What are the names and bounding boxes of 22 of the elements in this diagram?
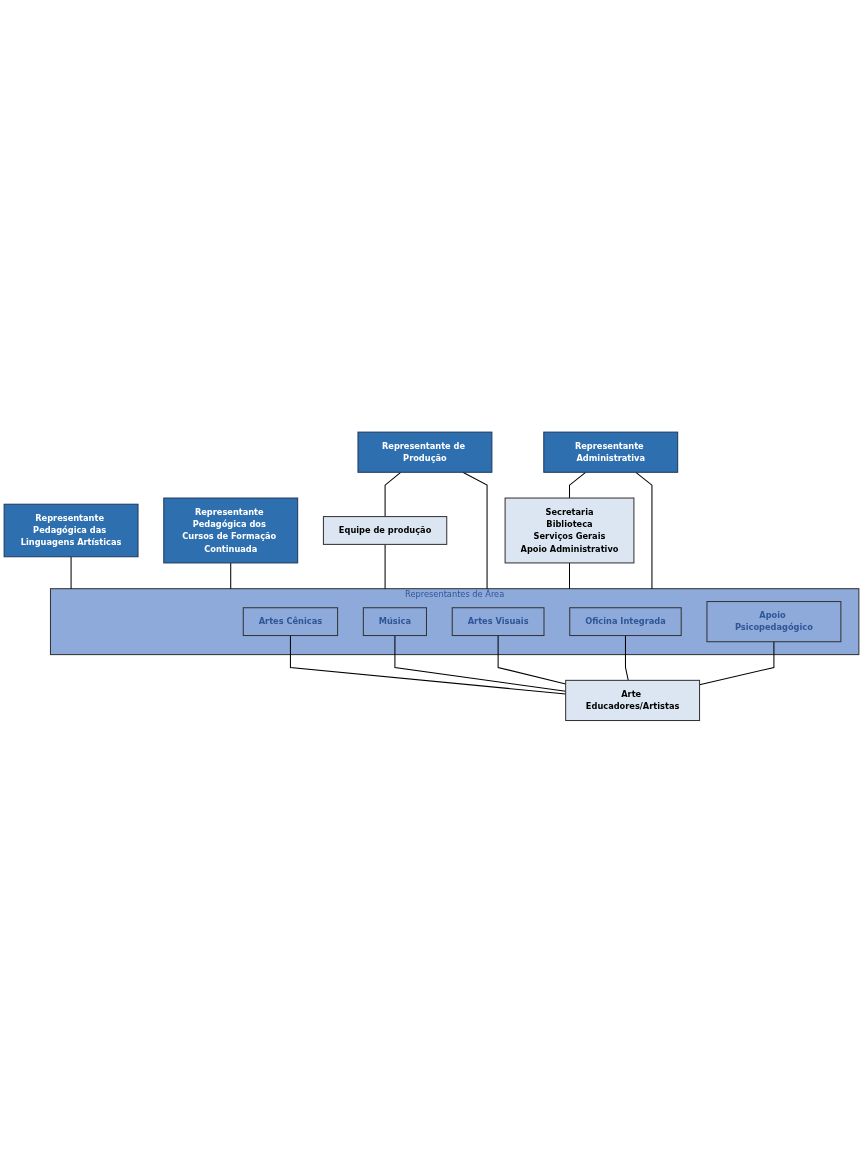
node-box: Artes Visuais [451, 607, 545, 637]
connector [699, 641, 775, 686]
connector [569, 562, 571, 590]
connector [70, 556, 72, 590]
node-box: Oficina Integrada [569, 607, 682, 637]
connector [635, 471, 653, 590]
node-box: Representante Administrativa [543, 431, 679, 473]
connector [462, 471, 488, 590]
node-box: Artes Cênicas [242, 607, 339, 637]
node-box: Representante Pedagógica das Linguagens Artísticas [3, 503, 139, 558]
node-box: Música [362, 607, 427, 637]
connector [624, 635, 629, 682]
node-box: Equipe de produção [322, 516, 448, 546]
connector [384, 471, 402, 518]
node-box: Representante de Produção [357, 431, 493, 473]
node-box: Arte Educadores/Artistas [565, 680, 701, 722]
connector [384, 544, 386, 590]
node-box: Apoio Psicopedagógico [706, 601, 842, 643]
node-box: Representante Pedagógica dos Cursos de Formação Continuada [163, 497, 299, 564]
connector [230, 562, 232, 590]
node-box: Secretaria Biblioteca Serviços Gerais Apoio Administrativo [504, 497, 635, 564]
connector [569, 471, 587, 499]
